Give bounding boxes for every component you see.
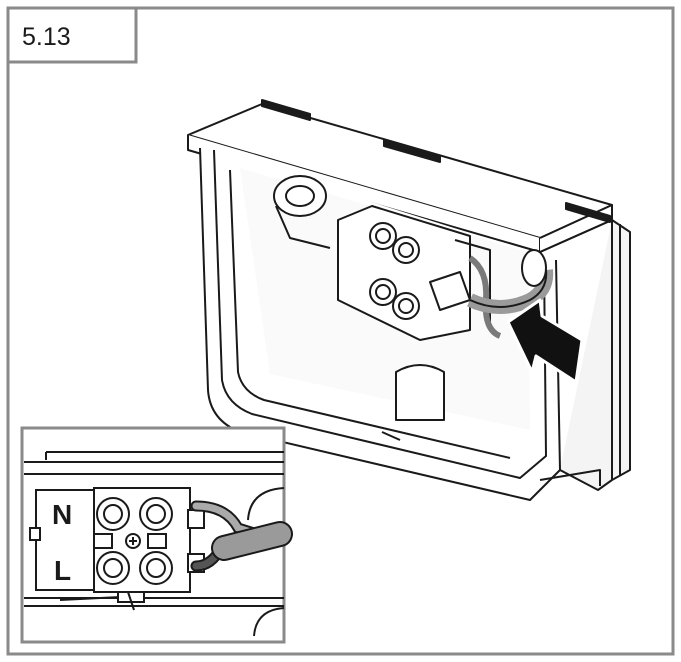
pointing-arrow-icon bbox=[506, 298, 584, 384]
socket-box-drawing bbox=[187, 99, 631, 501]
detail-terminal-block bbox=[29, 487, 205, 593]
detail-inset: N L bbox=[20, 426, 293, 644]
bottom-screw-icon bbox=[59, 591, 145, 611]
figure-number-tab: 5.13 bbox=[6, 6, 138, 64]
detail-cable bbox=[190, 500, 293, 572]
screw-icon bbox=[125, 533, 141, 549]
terminal-block bbox=[337, 205, 491, 341]
figure-number: 5.13 bbox=[22, 23, 71, 51]
terminal-label-n: N bbox=[52, 499, 72, 530]
terminal-label-l: L bbox=[54, 555, 71, 586]
floor-clip bbox=[395, 364, 445, 421]
